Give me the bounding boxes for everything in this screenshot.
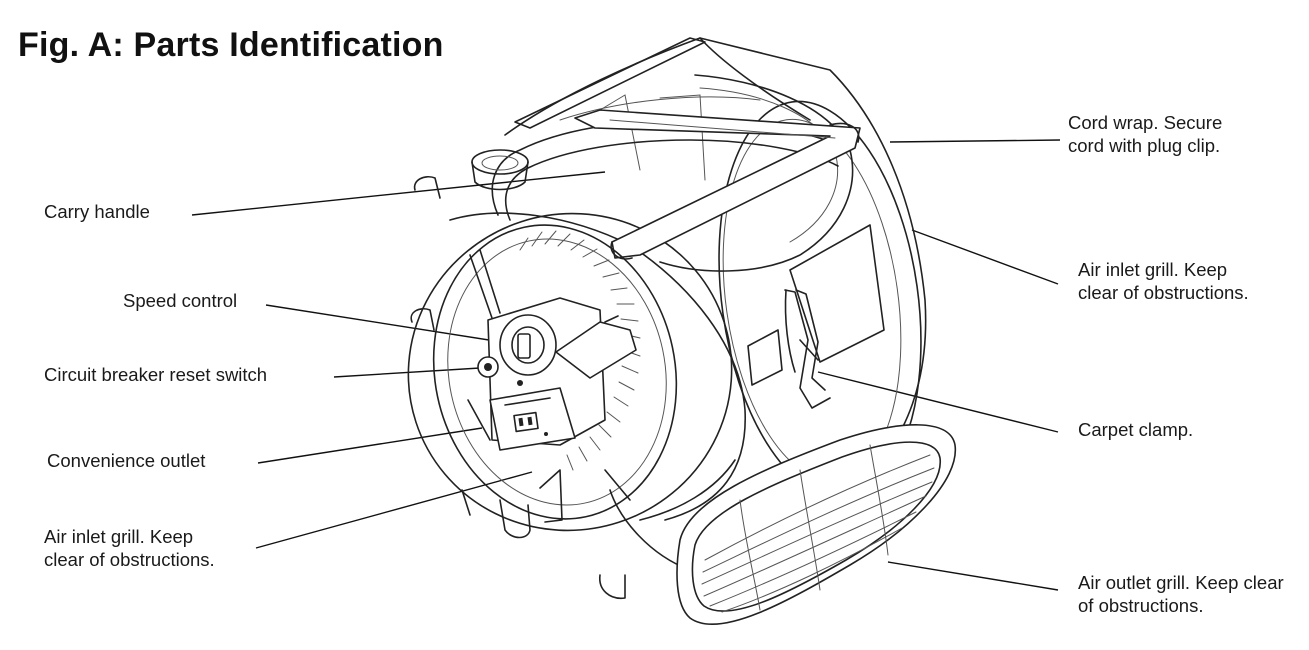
- label-carpet-clamp: Carpet clamp.: [1078, 419, 1194, 440]
- leader-lines: [191, 139, 1061, 591]
- leader-cord-wrap: [889, 139, 1061, 143]
- leader-speed-control: [265, 304, 509, 344]
- leader-circuit-breaker: [333, 367, 481, 378]
- label-air-inlet-grill-right: Air inlet grill. Keep clear of obstructi…: [1078, 259, 1249, 303]
- label-air-inlet-grill-left: Air inlet grill. Keep clear of obstructi…: [44, 526, 215, 570]
- label-cord-wrap: Cord wrap. Secure cord with plug clip.: [1068, 112, 1223, 156]
- figure-title: Fig. A: Parts Identification: [18, 26, 444, 64]
- label-speed-control: Speed control: [123, 290, 238, 311]
- label-convenience-outlet: Convenience outlet: [47, 450, 206, 471]
- leader-carry-handle: [191, 171, 606, 216]
- label-air-outlet-grill: Air outlet grill. Keep clear of obstruct…: [1078, 572, 1284, 616]
- label-carry-handle: Carry handle: [44, 201, 150, 222]
- label-circuit-breaker: Circuit breaker reset switch: [44, 364, 268, 385]
- leader-air-inlet-right: [911, 229, 1059, 285]
- leader-air-inlet-left: [255, 471, 533, 549]
- leader-convenience-outlet: [257, 427, 483, 464]
- fan-fins: [519, 230, 641, 471]
- leader-air-outlet: [887, 561, 1059, 591]
- leader-carpet-clamp: [817, 371, 1059, 433]
- outlet-louvers: [701, 444, 935, 613]
- air-mover-body: [407, 37, 957, 626]
